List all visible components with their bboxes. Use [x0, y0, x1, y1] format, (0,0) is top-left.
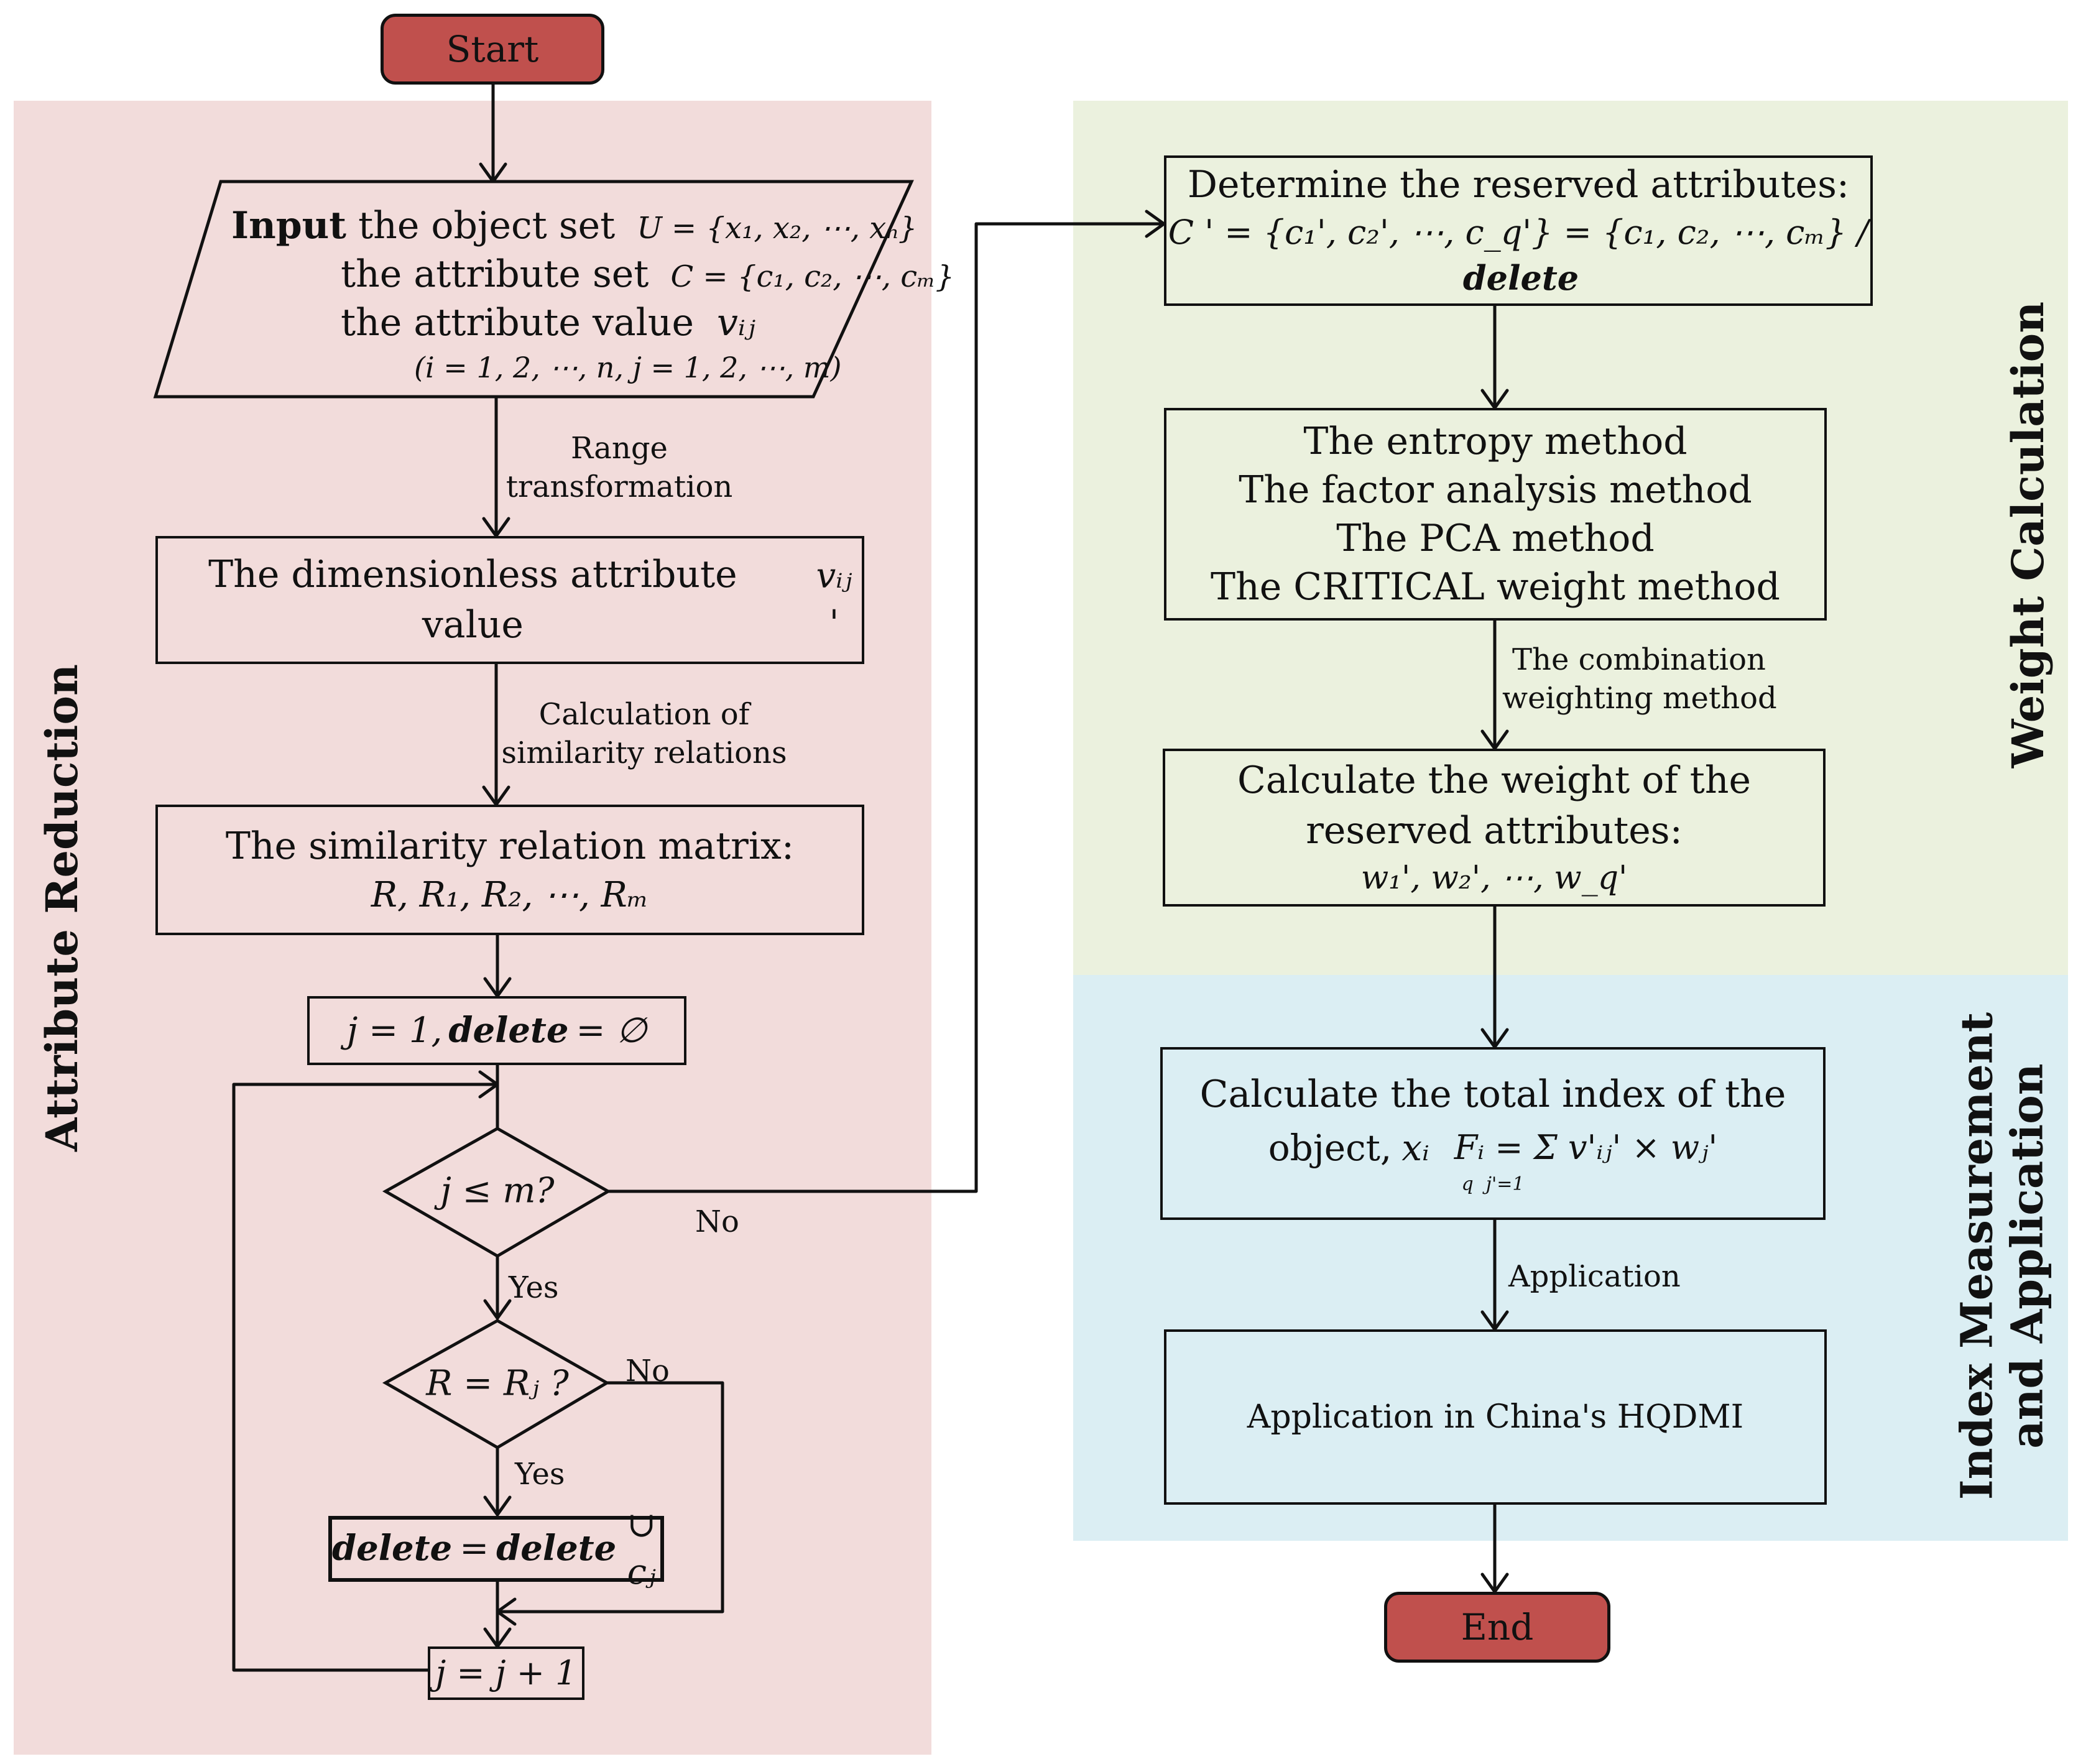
dimensionless-text: The dimensionless attribute value	[208, 553, 737, 647]
reserved-line2: C ' = {c₁', c₂', ⋯, c_q'} = {c₁, c₂, ⋯, …	[1166, 210, 1870, 302]
similarity-matrix-box: The similarity relation matrix: R, R₁, R…	[155, 805, 864, 935]
total-index-xi: xᵢ	[1401, 1127, 1429, 1170]
edge-label-range-line1: Range	[571, 431, 668, 466]
update-delete-right: delete	[496, 1528, 617, 1569]
init-delete: delete	[448, 1009, 569, 1051]
init-empty-set: = ∅	[576, 1010, 647, 1051]
edge-label-similarity: Calculation of similarity relations	[501, 695, 787, 773]
total-index-box: Calculate the total index of the object,…	[1160, 1047, 1826, 1220]
decision2-diamond	[382, 1319, 610, 1449]
total-index-line2: object, xᵢ Fᵢ = Σ v'ᵢⱼ' × wⱼ'	[1268, 1124, 1717, 1172]
reserved-formula: C ' = {c₁', c₂', ⋯, c_q'} = {c₁, c₂, ⋯, …	[1168, 213, 1869, 252]
arrowhead	[483, 1495, 512, 1517]
input-attribute-set-math: C = {c₁, c₂, ⋯, cₘ}	[670, 259, 955, 294]
weighting-methods-box: The entropy method The factor analysis m…	[1164, 408, 1827, 621]
weights-line2: reserved attributes:	[1306, 808, 1683, 852]
decision2-yes-label: Yes	[515, 1457, 565, 1492]
reserved-line1: Determine the reserved attributes:	[1187, 163, 1850, 207]
init-box: j = 1, delete = ∅	[307, 996, 686, 1065]
sum-upper: q	[1461, 1173, 1474, 1196]
edge-label-combination: The combination weighting method	[1502, 640, 1777, 718]
sum-limits: q j'=1	[1462, 1172, 1525, 1198]
increment-box: j = j + 1	[428, 1646, 584, 1700]
attribute-reduction-region	[14, 101, 931, 1755]
input-line1: Input the object set U = {x₁, x₂, ⋯, xₙ}	[231, 201, 917, 250]
edge-label-range-line2: transformation	[506, 469, 733, 505]
reserved-delete: delete	[1462, 258, 1579, 298]
input-parallelogram	[153, 180, 914, 399]
input-object-set-math: U = {x₁, x₂, ⋯, xₙ}	[637, 211, 918, 246]
dimensionless-box: The dimensionless attribute value vᵢⱼ '	[155, 536, 864, 664]
end-terminal: End	[1384, 1592, 1610, 1663]
decision1-yes-label: Yes	[509, 1270, 559, 1305]
decision1-label: j ≤ m?	[440, 1170, 555, 1211]
method-critical: The CRITICAL weight method	[1211, 565, 1780, 609]
application-text: Application in China's HQDMI	[1247, 1398, 1744, 1436]
arrowhead	[483, 1299, 512, 1320]
arrowhead	[478, 1070, 499, 1099]
edge-label-application: Application	[1508, 1259, 1681, 1294]
update-union: ∪ cⱼ	[627, 1505, 657, 1592]
weight-calculation-region	[1073, 101, 2068, 975]
decision2-label: R = Rⱼ ?	[426, 1363, 569, 1404]
input-line3-text: the attribute value	[341, 301, 694, 344]
similarity-line1: The similarity relation matrix:	[225, 824, 795, 868]
method-pca: The PCA method	[1336, 517, 1655, 560]
total-index-object: object,	[1268, 1127, 1392, 1170]
decision1-diamond	[382, 1127, 612, 1258]
index-measurement-region	[1073, 975, 2068, 1541]
edge-decision1-no	[606, 222, 1166, 1193]
edge-label-combination-line1: The combination	[1512, 642, 1766, 677]
dimensionless-math: vᵢⱼ '	[816, 556, 852, 644]
arrowhead	[496, 1597, 517, 1626]
input-line1-text: the object set	[358, 204, 616, 247]
input-line3: the attribute value vᵢⱼ	[341, 298, 755, 347]
weights-box: Calculate the weight of the reserved att…	[1163, 749, 1826, 907]
increment-math: j = j + 1	[435, 1653, 577, 1692]
input-keyword: Input	[231, 204, 346, 247]
edge-label-similarity-line2: similarity relations	[501, 736, 787, 771]
weights-line3: w₁', w₂', ⋯, w_q'	[1360, 859, 1628, 897]
update-equals: =	[459, 1528, 489, 1569]
decision1-no-label: No	[695, 1204, 739, 1239]
weights-line1: Calculate the weight of the	[1237, 758, 1752, 802]
sum-lower: j'=1	[1485, 1173, 1525, 1196]
total-index-line1: Calculate the total index of the	[1199, 1073, 1786, 1117]
edge-label-similarity-line1: Calculation of	[538, 697, 750, 732]
method-entropy: The entropy method	[1303, 420, 1687, 463]
edge-label-combination-line2: weighting method	[1502, 681, 1777, 716]
edge-loop-back	[232, 1083, 499, 1672]
similarity-line2: R, R₁, R₂, ⋯, Rₘ	[371, 874, 649, 915]
input-line4: (i = 1, 2, ⋯, n, j = 1, 2, ⋯, m)	[414, 351, 842, 384]
application-box: Application in China's HQDMI	[1164, 1329, 1827, 1505]
input-line2-text: the attribute set	[341, 252, 649, 296]
total-index-formula: Fᵢ = Σ v'ᵢⱼ' × wⱼ'	[1454, 1127, 1718, 1167]
decision2-no-label: No	[626, 1354, 670, 1388]
start-terminal: Start	[381, 14, 604, 85]
method-factor-analysis: The factor analysis method	[1239, 468, 1752, 512]
update-delete-left: delete	[332, 1528, 453, 1569]
edge-decision2-no	[496, 1381, 724, 1614]
init-math: j = 1,	[346, 1010, 443, 1051]
edge-label-range: Range transformation	[501, 429, 737, 507]
update-delete-box: delete = delete ∪ cⱼ	[328, 1505, 664, 1592]
input-attribute-value-math: vᵢⱼ	[717, 301, 755, 344]
reserved-attributes-box: Determine the reserved attributes: C ' =…	[1164, 155, 1873, 306]
input-line2: the attribute set C = {c₁, c₂, ⋯, cₘ}	[341, 250, 954, 298]
